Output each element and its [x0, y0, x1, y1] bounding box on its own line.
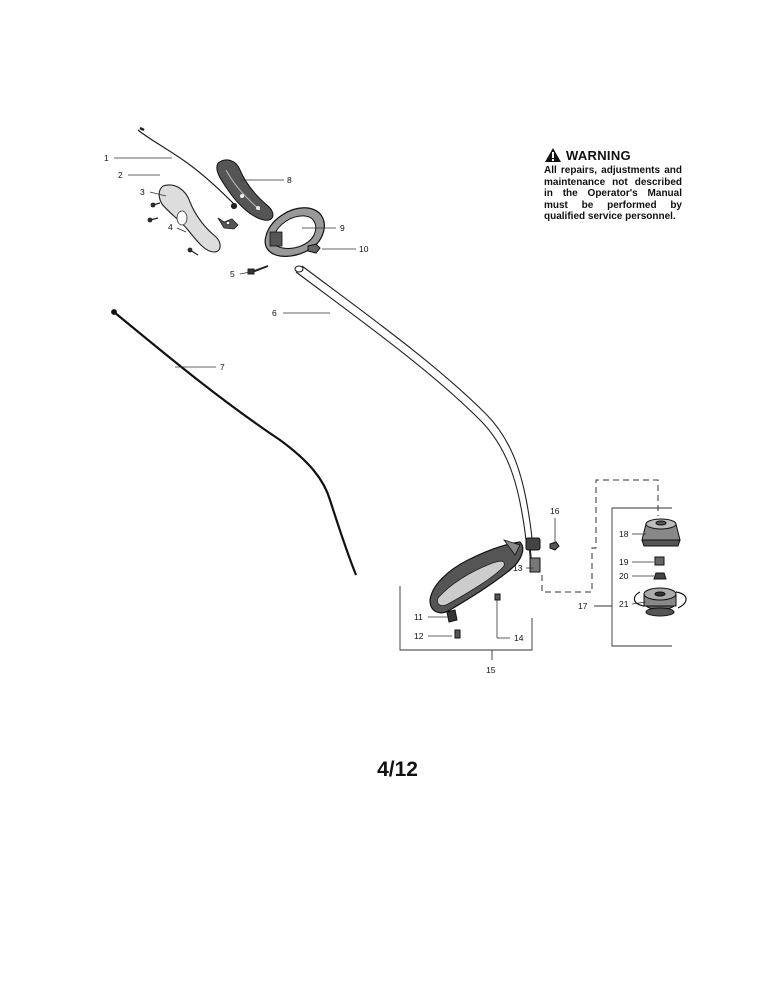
leader-lines — [114, 157, 654, 639]
callout-5: 5 — [230, 269, 235, 279]
screws — [147, 202, 199, 256]
callout-13: 13 — [513, 563, 523, 573]
drive-shaft-tube — [294, 265, 533, 573]
callout-14: 14 — [514, 633, 524, 643]
bracket-15 — [399, 586, 533, 660]
callout-21: 21 — [619, 599, 629, 609]
loop-handle — [264, 207, 325, 257]
handle-housing-left — [158, 184, 221, 253]
nut — [549, 541, 560, 551]
callout-12: 12 — [414, 631, 424, 641]
warning-text: All repairs, adjustments and maintenance… — [544, 165, 682, 222]
callout-6: 6 — [272, 308, 277, 318]
callout-8: 8 — [287, 175, 292, 185]
callout-16: 16 — [550, 506, 560, 516]
warning-header: WARNING — [544, 147, 682, 163]
callout-20: 20 — [619, 571, 629, 581]
throttle-trigger — [217, 217, 239, 230]
flexible-drive-shaft — [111, 309, 358, 576]
warning-notice: WARNING All repairs, adjustments and mai… — [544, 147, 682, 223]
warning-title: WARNING — [566, 147, 631, 163]
assembly-dashed-lines — [541, 479, 659, 593]
handle-knob — [307, 243, 321, 254]
callout-10: 10 — [359, 244, 369, 254]
callout-9: 9 — [340, 223, 345, 233]
gear-head-coupling — [525, 537, 541, 573]
callout-19: 19 — [619, 557, 629, 567]
callout-17: 17 — [578, 601, 588, 611]
throttle-cable — [137, 126, 238, 210]
callout-3: 3 — [140, 187, 145, 197]
blade-screw — [454, 629, 461, 639]
eyelet — [653, 572, 667, 580]
spool-cap — [641, 518, 681, 547]
callout-4: 4 — [168, 222, 173, 232]
handle-housing-right — [216, 159, 274, 221]
page-number: 4/12 — [377, 758, 418, 781]
spring — [654, 556, 665, 566]
spool-with-line — [633, 587, 687, 617]
grass-shield — [429, 539, 524, 614]
bolt — [247, 265, 269, 275]
callout-1: 1 — [104, 153, 109, 163]
warning-triangle-icon — [545, 148, 561, 162]
callout-2: 2 — [118, 170, 123, 180]
shield-screw — [494, 593, 501, 601]
callout-18: 18 — [619, 529, 629, 539]
callout-labels: 1 2 3 4 5 6 7 8 9 10 11 12 13 14 15 16 1… — [104, 153, 629, 675]
line-cutter-blade — [446, 609, 458, 623]
bracket-17 — [594, 507, 672, 647]
callout-7: 7 — [220, 362, 225, 372]
callout-15: 15 — [486, 665, 496, 675]
callout-11: 11 — [414, 612, 423, 622]
